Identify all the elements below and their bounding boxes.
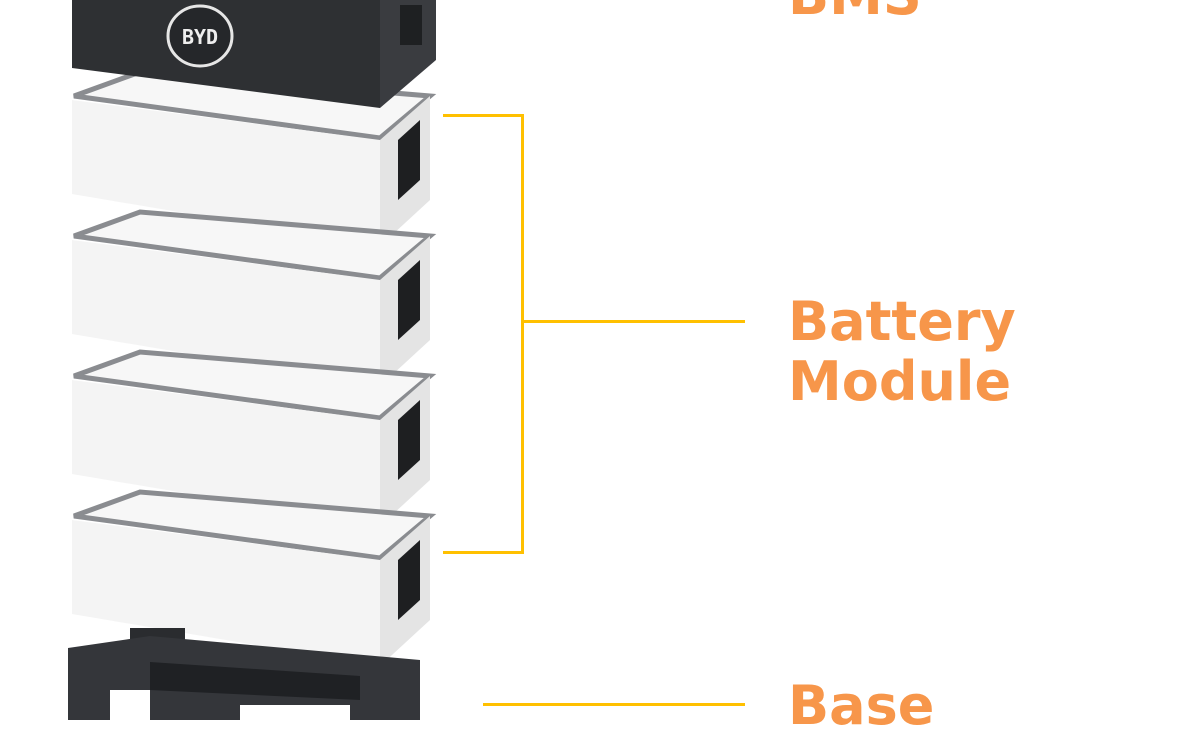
svg-text:BYD: BYD [182, 25, 218, 49]
module-handle [398, 540, 420, 620]
bracket-bottom-line [443, 551, 524, 554]
battery-module-label: Battery Module [788, 292, 1016, 412]
module-front-face [72, 100, 380, 246]
battery-module-label-line1: Battery [788, 290, 1016, 353]
module-front-face [72, 520, 380, 666]
battery-stack-illustration: BYD [68, 0, 437, 720]
battery-modules [72, 69, 437, 666]
bracket-vertical-line [521, 114, 524, 554]
module-handle [398, 120, 420, 200]
base-label: Base [788, 674, 935, 737]
battery-connector-line [521, 320, 745, 323]
battery-module-label-line2: Module [788, 350, 1012, 413]
base-connector-line [483, 703, 745, 706]
base-unit [68, 628, 420, 720]
module-front-face [72, 380, 380, 526]
module-handle [398, 260, 420, 340]
module-handle [398, 400, 420, 480]
bracket-top-line [443, 114, 524, 117]
bms-unit: BYD [72, 0, 436, 108]
module-front-face [72, 240, 380, 386]
byd-logo [166, 4, 234, 68]
bms-label: BMS [788, 0, 922, 26]
